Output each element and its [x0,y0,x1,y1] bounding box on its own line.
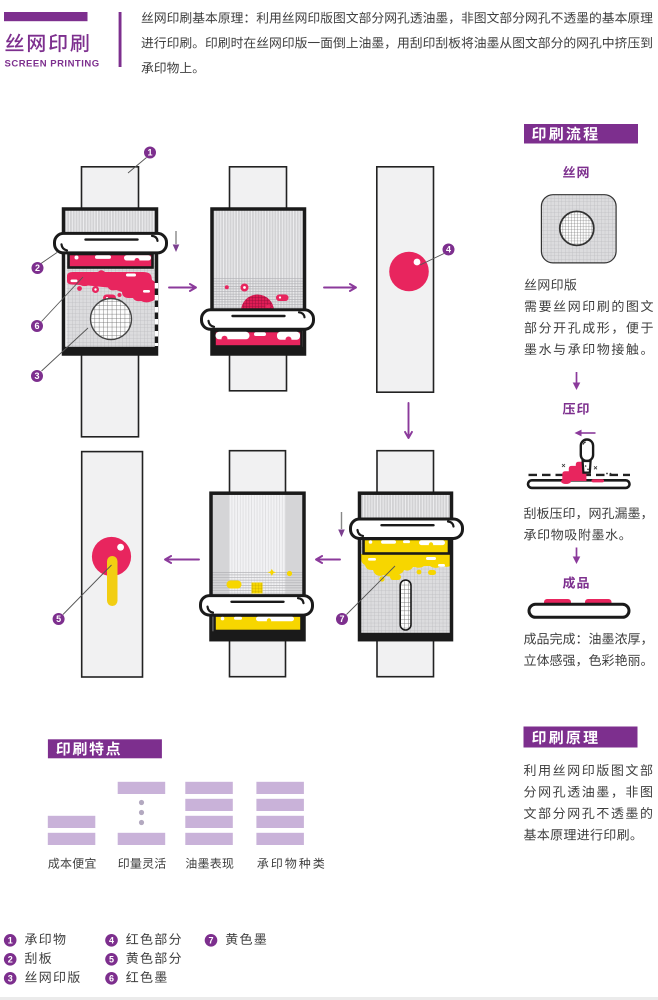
svg-text:4: 4 [446,245,451,255]
svg-text:3: 3 [8,974,13,984]
svg-text:7: 7 [339,614,344,624]
svg-text:6: 6 [109,974,114,984]
svg-text:2: 2 [8,955,13,965]
svg-text:5: 5 [56,614,61,624]
svg-text:5: 5 [109,955,114,965]
svg-text:2: 2 [35,263,40,273]
svg-text:1: 1 [8,936,13,946]
svg-text:6: 6 [34,321,39,331]
svg-text:7: 7 [208,936,213,946]
svg-text:3: 3 [34,371,39,381]
svg-text:1: 1 [147,148,152,158]
svg-text:SCREEN PRINTING: SCREEN PRINTING [5,59,100,70]
svg-text:4: 4 [109,936,114,946]
